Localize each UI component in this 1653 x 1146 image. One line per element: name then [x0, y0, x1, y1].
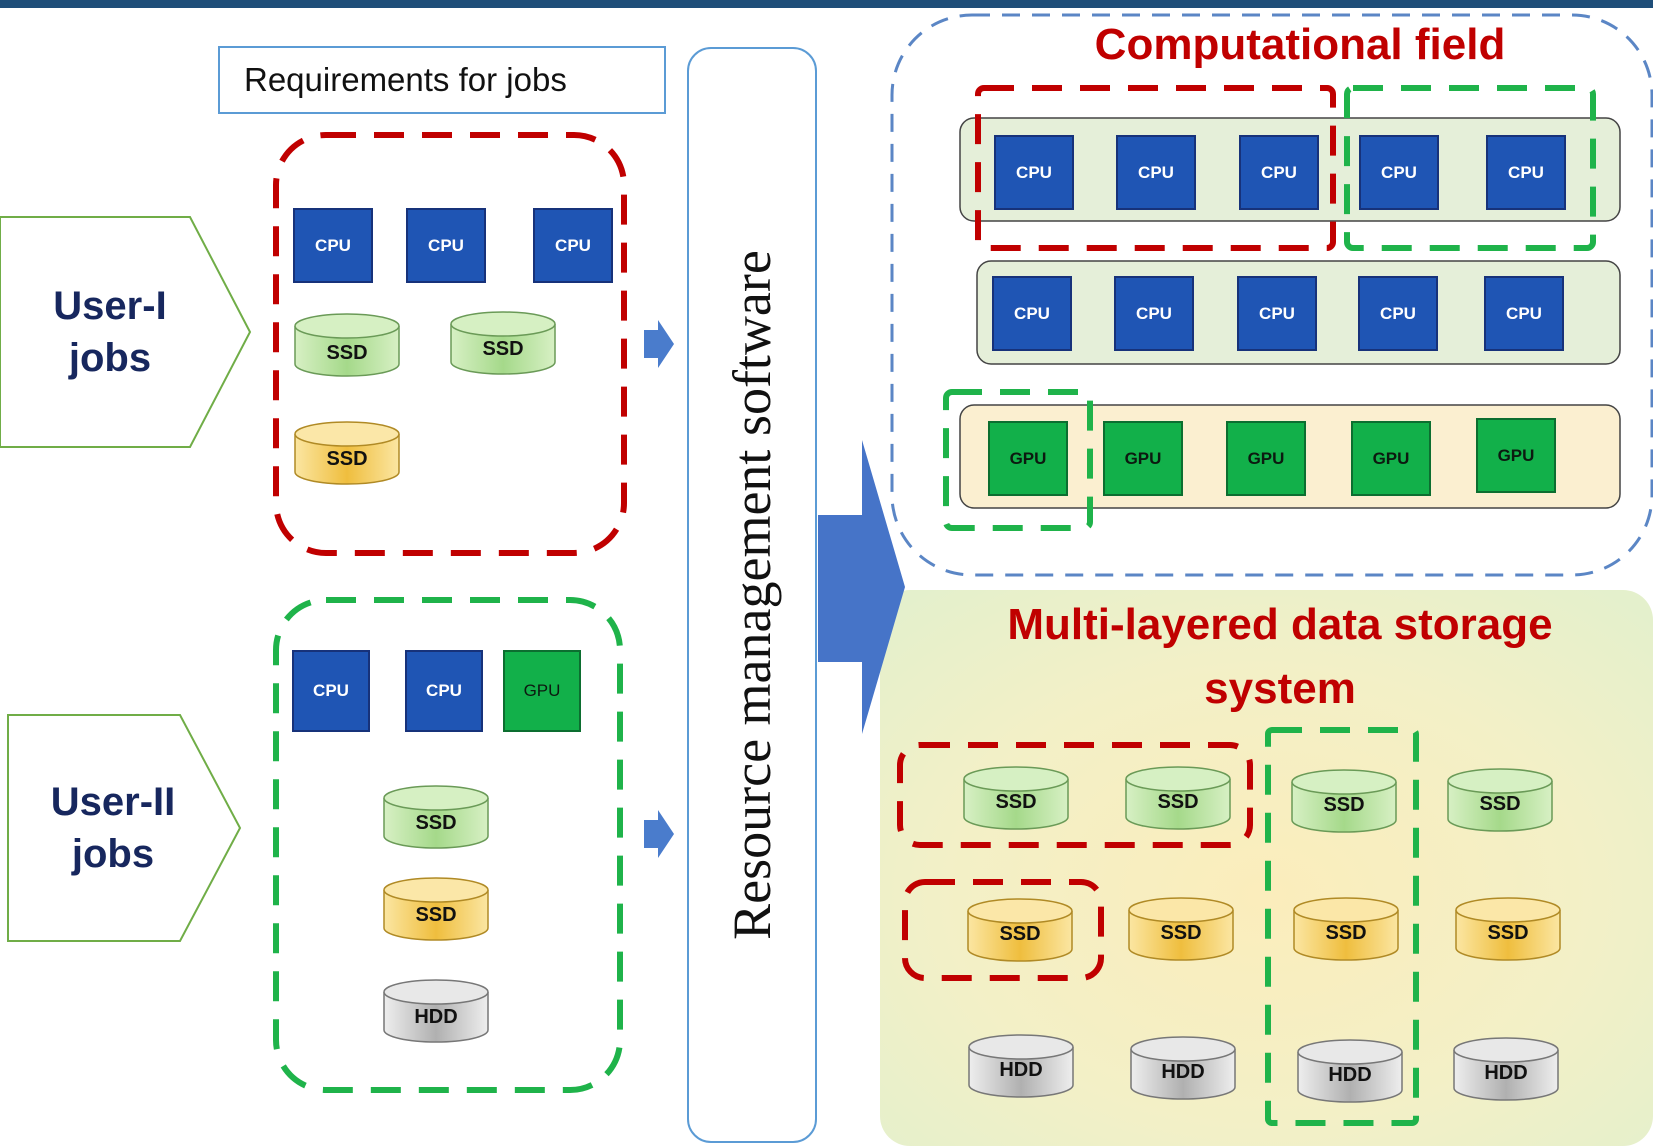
disk-label: SSD	[999, 922, 1041, 945]
field-cpu-chip: CPU	[1486, 135, 1566, 210]
top-bar	[0, 0, 1653, 8]
user2-ssd-disk: SSD	[382, 784, 490, 850]
field-gpu-chip: GPU	[988, 421, 1068, 496]
storage-ssd-disk: SSD	[1446, 767, 1554, 833]
user1-ssd-disk: SSD	[449, 310, 557, 376]
resource-management-box: Resource management software	[687, 47, 817, 1143]
disk-label: SSD	[1157, 790, 1199, 813]
field-cpu-chip: CPU	[994, 135, 1074, 210]
field-cpu-chip: CPU	[1237, 276, 1317, 351]
user1-requirements-group	[273, 132, 627, 556]
main-arrow	[818, 440, 905, 734]
field-cpu-chip: CPU	[1114, 276, 1194, 351]
storage-ssd-disk: SSD	[1454, 896, 1562, 962]
storage-hdd-disk: HDD	[967, 1033, 1075, 1099]
storage-ssd-disk: SSD	[962, 765, 1070, 831]
compute-user2-cpu-group	[1344, 85, 1596, 251]
field-cpu-chip: CPU	[992, 276, 1072, 351]
field-gpu-chip: GPU	[1351, 421, 1431, 496]
user1-small-arrow	[644, 320, 674, 368]
disk-label: SSD	[995, 790, 1037, 813]
user2-gpu-chip: GPU	[503, 650, 581, 732]
disk-label: SSD	[1325, 921, 1367, 944]
compute-user1-group	[975, 85, 1336, 251]
user1-ssd-disk: SSD	[293, 420, 401, 486]
user2-cpu-chip: CPU	[405, 650, 483, 732]
compute-user2-gpu-group	[943, 389, 1093, 531]
disk-label: HDD	[1484, 1061, 1528, 1084]
disk-label: HDD	[414, 1005, 458, 1028]
user1-ssd-disk: SSD	[293, 312, 401, 378]
user2-cpu-chip: CPU	[292, 650, 370, 732]
storage-ssd-disk: SSD	[1292, 896, 1400, 962]
user2-jobs-label: User-II jobs	[50, 780, 176, 876]
storage-hdd-disk: HDD	[1296, 1038, 1404, 1104]
user1-arrow-shape	[0, 216, 252, 448]
storage-ssd-disk: SSD	[1124, 765, 1232, 831]
disk-label: SSD	[1160, 921, 1202, 944]
field-gpu-chip: GPU	[1226, 421, 1306, 496]
disk-label: HDD	[1328, 1063, 1372, 1086]
user2-ssd-disk: SSD	[382, 876, 490, 942]
disk-label: SSD	[415, 903, 457, 926]
field-gpu-chip: GPU	[1103, 421, 1183, 496]
field-cpu-chip: CPU	[1239, 135, 1319, 210]
disk-label: SSD	[482, 337, 524, 360]
storage-ssd-disk: SSD	[1290, 768, 1398, 834]
storage-user1-ssd-group	[897, 742, 1253, 848]
resource-management-label: Resource management software	[722, 250, 782, 940]
disk-label: HDD	[1161, 1060, 1205, 1083]
requirements-label: Requirements for jobs	[218, 46, 666, 114]
user2-hdd-disk: HDD	[382, 978, 490, 1044]
disk-label: HDD	[999, 1058, 1043, 1081]
computational-field-title: Computational field	[1094, 20, 1506, 69]
user1-cpu-chip: CPU	[293, 208, 373, 283]
field-cpu-chip: CPU	[1116, 135, 1196, 210]
disk-label: SSD	[1479, 792, 1521, 815]
disk-label: SSD	[326, 341, 368, 364]
user1-cpu-chip: CPU	[406, 208, 486, 283]
disk-label: SSD	[1323, 793, 1365, 816]
field-cpu-chip: CPU	[1359, 135, 1439, 210]
user2-requirements-group	[273, 597, 623, 1093]
storage-hdd-disk: HDD	[1129, 1035, 1237, 1101]
field-cpu-chip: CPU	[1484, 276, 1564, 351]
storage-title-line1: Multi-layered data storage	[1007, 600, 1553, 649]
disk-label: SSD	[415, 811, 457, 834]
storage-user1-ssd2-group	[902, 879, 1104, 981]
field-gpu-chip: GPU	[1476, 418, 1556, 493]
disk-label: SSD	[1487, 921, 1529, 944]
storage-ssd-disk: SSD	[966, 897, 1074, 963]
computational-field-boundary	[890, 13, 1653, 577]
storage-title-line2: system	[1204, 664, 1356, 713]
user2-arrow-shape	[7, 714, 242, 942]
user2-small-arrow	[644, 810, 674, 858]
storage-ssd-disk: SSD	[1127, 896, 1235, 962]
storage-user2-group	[1265, 727, 1419, 1126]
user1-cpu-chip: CPU	[533, 208, 613, 283]
disk-label: SSD	[326, 447, 368, 470]
storage-hdd-disk: HDD	[1452, 1036, 1560, 1102]
field-cpu-chip: CPU	[1358, 276, 1438, 351]
user1-jobs-label: User-I jobs	[53, 284, 167, 380]
